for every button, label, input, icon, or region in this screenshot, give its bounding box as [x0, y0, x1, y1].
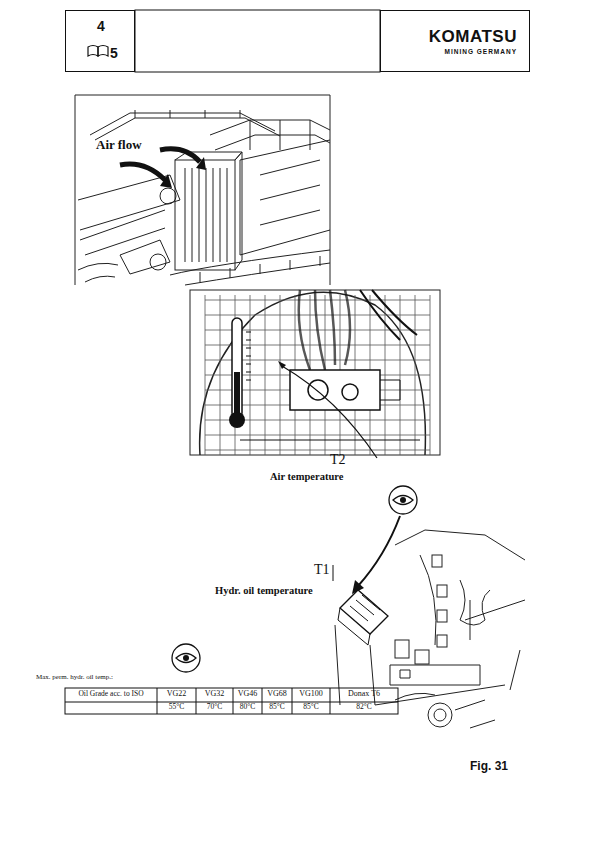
sensor-id: T2	[330, 452, 360, 467]
logo-cell: KOMATSUMINING GERMANY	[380, 10, 530, 72]
table-value-cell: 85°C	[262, 703, 292, 711]
sensor-label: Hydr. oil temperature	[215, 585, 365, 597]
chapter-number: 4	[66, 19, 136, 34]
table-value-cell: 82°C	[330, 703, 398, 711]
table-value-cell: 55°C	[157, 703, 196, 711]
sensor-label: Air temperature	[270, 471, 400, 483]
flow-label: Air flow	[96, 138, 176, 152]
brand-logo: KOMATSU	[381, 28, 517, 47]
table-value-cell: 80°C	[233, 703, 262, 711]
leader-line	[333, 565, 334, 581]
sensor-id: T1	[314, 562, 344, 577]
table-header-cell: VG22	[157, 690, 196, 699]
book-icon	[88, 46, 108, 57]
figure-caption: Fig. 31	[470, 760, 550, 773]
page-number-cell: 45	[65, 10, 135, 72]
table-value-cell: 70°C	[196, 703, 233, 711]
table-header-cell: Donax T6	[330, 690, 398, 699]
page-number: 5	[110, 46, 130, 61]
leader-line	[282, 366, 377, 458]
table-header-cell: VG100	[292, 690, 330, 699]
header-cell	[135, 10, 380, 72]
table-header-cell: VG46	[233, 690, 262, 699]
table-header-cell: VG32	[196, 690, 233, 699]
table-value-cell: 85°C	[292, 703, 330, 711]
pointer-arrow	[358, 516, 400, 586]
eye-symbol	[389, 486, 417, 514]
leader-line	[278, 361, 286, 369]
radiator-inset	[190, 290, 440, 455]
table-header-cell: Oil Grade acc. to ISO	[65, 690, 157, 698]
cab-console	[335, 530, 525, 728]
table-header-cell: VG68	[262, 690, 292, 699]
excavator-view	[75, 95, 330, 285]
oil-temp-table	[65, 688, 398, 714]
brand-subtitle: MINING GERMANY	[381, 48, 517, 55]
eye-symbol	[172, 644, 200, 672]
table-title: Max. perm. hydr. oil temp.:	[36, 674, 196, 682]
air-flow-arrow	[120, 149, 206, 188]
thermometer	[229, 318, 251, 428]
